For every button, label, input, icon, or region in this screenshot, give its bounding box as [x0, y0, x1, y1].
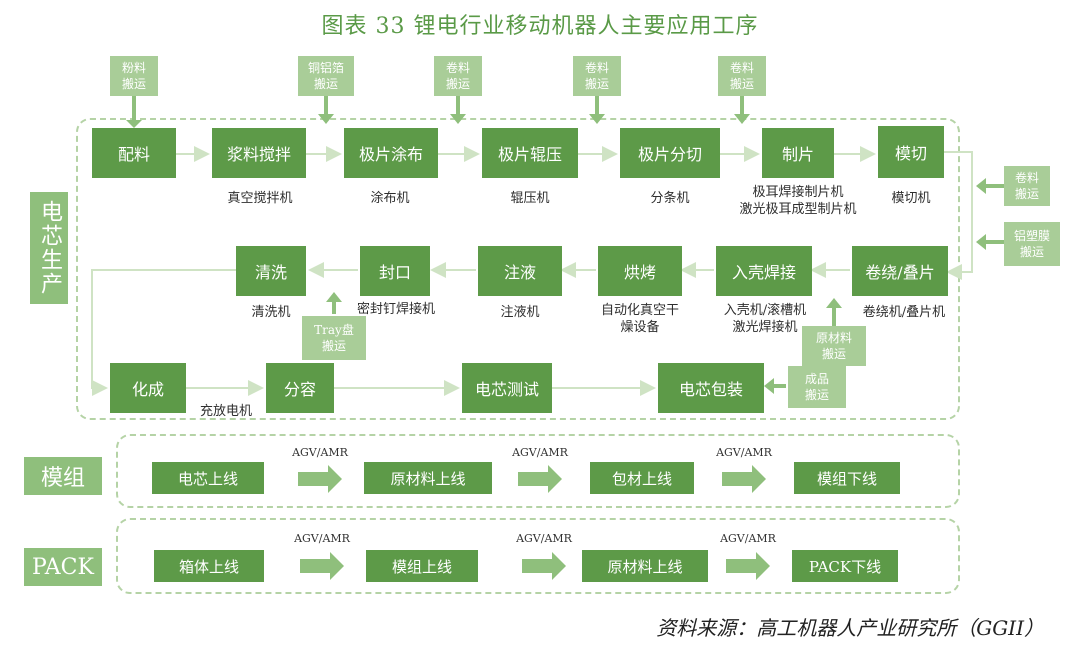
- step-electrode-coating: 极片涂布: [344, 128, 438, 178]
- equipment-winder-stacker: 卷绕机/叠片机: [862, 305, 946, 320]
- handling-roll-3: 卷料 搬运: [718, 56, 766, 96]
- module-agv-label-2: AGV/AMR: [512, 446, 568, 459]
- module-agv-label-3: AGV/AMR: [716, 446, 772, 459]
- figure-title: 图表 33 锂电行业移动机器人主要应用工序: [321, 14, 759, 39]
- handling-laminate: 铝塑膜 搬运: [1004, 222, 1060, 266]
- step-casing-welding: 入壳焊接: [716, 246, 812, 296]
- step-cell-testing: 电芯测试: [462, 363, 552, 413]
- module-agv-label-1: AGV/AMR: [292, 446, 348, 459]
- step-baking: 烘烤: [598, 246, 682, 296]
- pack-agv-label-2: AGV/AMR: [516, 532, 572, 545]
- step-slurry-mixing: 浆料搅拌: [212, 128, 306, 178]
- step-cleaning: 清洗: [236, 246, 306, 296]
- equipment-die-cutter: 模切机: [891, 191, 931, 206]
- step-tab-making: 制片: [762, 128, 834, 178]
- module-step-raw-material-loading: 原材料上线: [364, 462, 492, 494]
- pack-group-frame: [116, 518, 960, 594]
- module-step-module-offline: 模组下线: [794, 462, 900, 494]
- equipment-charger: 充放电机: [199, 404, 252, 419]
- equipment-washer: 清洗机: [251, 305, 291, 320]
- module-step-packaging-loading: 包材上线: [590, 462, 694, 494]
- pack-step-raw-material-loading: 原材料上线: [582, 550, 708, 582]
- module-step-cell-loading: 电芯上线: [152, 462, 264, 494]
- step-formation: 化成: [110, 363, 186, 413]
- pack-step-module-loading: 模组上线: [366, 550, 478, 582]
- equipment-tab-machines: 极耳焊接制片机 激光极耳成型制片机: [739, 185, 857, 217]
- cell-production-label: 电芯生产: [30, 192, 68, 304]
- handling-powder: 粉料 搬运: [110, 56, 158, 96]
- pack-agv-label-1: AGV/AMR: [294, 532, 350, 545]
- step-winding-stacking: 卷绕/叠片: [852, 246, 948, 296]
- handling-tray: Tray盘 搬运: [302, 316, 366, 360]
- step-electrode-rolling: 极片辊压: [482, 128, 578, 178]
- step-electrode-slitting: 极片分切: [620, 128, 720, 178]
- module-label: 模组: [24, 457, 102, 495]
- handling-finished-goods: 成品 搬运: [788, 366, 846, 408]
- equipment-coater: 涂布机: [370, 191, 410, 206]
- pack-step-box-loading: 箱体上线: [154, 550, 264, 582]
- source-note: 资料来源：高工机器人产业研究所（GGII）: [656, 616, 1044, 640]
- module-group-frame: [116, 434, 960, 508]
- pack-step-pack-offline: PACK下线: [792, 550, 898, 582]
- step-batching: 配料: [92, 128, 176, 178]
- equipment-filler: 注液机: [500, 305, 540, 320]
- pack-agv-label-3: AGV/AMR: [720, 532, 776, 545]
- step-sealing: 封口: [360, 246, 430, 296]
- step-grading: 分容: [266, 363, 334, 413]
- handling-roll-2: 卷料 搬运: [573, 56, 621, 96]
- equipment-casing-machines: 入壳机/滚槽机 激光焊接机: [723, 303, 807, 335]
- step-electrolyte-filling: 注液: [478, 246, 562, 296]
- handling-roll-1: 卷料 搬运: [434, 56, 482, 96]
- equipment-roller-press: 辊压机: [510, 191, 550, 206]
- equipment-slitter: 分条机: [650, 191, 690, 206]
- equipment-seal-pin-welder: 密封钉焊接机: [356, 302, 435, 317]
- equipment-vacuum-mixer: 真空搅拌机: [227, 191, 293, 206]
- step-die-cutting: 模切: [878, 126, 944, 178]
- step-cell-packing: 电芯包装: [658, 363, 764, 413]
- pack-label: PACK: [24, 548, 102, 586]
- handling-roll-4: 卷料 搬运: [1004, 166, 1050, 206]
- handling-raw-material: 原材料 搬运: [802, 326, 866, 366]
- handling-foil: 铜铝箔 搬运: [298, 56, 354, 96]
- equipment-vacuum-dryer: 自动化真空干 燥设备: [600, 303, 679, 335]
